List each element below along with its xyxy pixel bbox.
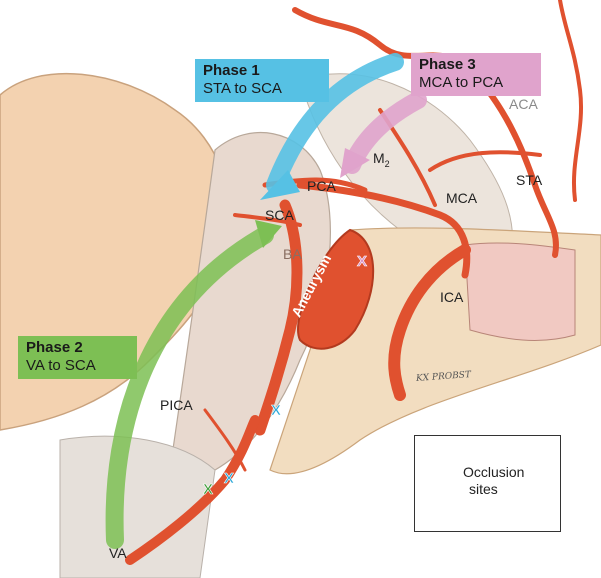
lower-brainstem-shape <box>59 435 216 578</box>
va-artery <box>125 415 260 565</box>
phase2-arrow <box>105 226 274 549</box>
pca-label: PCA <box>307 178 336 194</box>
pica-artery <box>203 408 247 472</box>
ica-artery <box>388 244 471 401</box>
occlusion-marker-pink: X <box>357 253 367 270</box>
m2-label-main: M <box>373 150 385 166</box>
sca-label: SCA <box>265 207 294 223</box>
cavernous-sinus-shape <box>464 242 576 341</box>
phase1-callout: Phase 1 STA to SCA <box>195 59 329 102</box>
aneurysm-dome <box>297 228 375 350</box>
phase2-arrowhead <box>255 220 282 248</box>
occlusion-marker-blue-2: X <box>224 470 234 487</box>
legend-box: Occlusion sites <box>414 435 561 532</box>
phase3-title: Phase 3 <box>419 56 476 73</box>
aca-label: ACA <box>509 96 538 112</box>
m2-label: M2 <box>373 150 390 169</box>
aca-artery <box>428 150 542 172</box>
occlusion-marker-green: X <box>203 481 213 498</box>
sta-label: STA <box>516 172 543 188</box>
phase1-subtitle: STA to SCA <box>203 80 282 97</box>
phase1-title: Phase 1 <box>203 62 260 79</box>
phase2-callout: Phase 2 VA to SCA <box>18 336 137 379</box>
phase2-title: Phase 2 <box>26 339 83 356</box>
ba-label: BA <box>283 246 302 262</box>
va-label: VA <box>109 545 127 561</box>
legend-line2: sites <box>469 481 498 497</box>
occlusion-marker-blue: X <box>271 402 281 419</box>
m2-label-sub: 2 <box>384 158 390 169</box>
legend-line1: Occlusion <box>463 464 525 480</box>
phase1-arrowhead <box>260 170 300 200</box>
ba-artery <box>254 199 303 436</box>
phase2-subtitle: VA to SCA <box>26 357 96 374</box>
artery-network <box>125 0 583 565</box>
phase3-subtitle: MCA to PCA <box>419 74 504 91</box>
sca-artery <box>233 213 302 227</box>
legend-text: Occlusion sites <box>463 464 524 498</box>
ica-label: ICA <box>440 289 464 305</box>
phase3-arrowhead <box>340 148 370 178</box>
mca-label: MCA <box>446 190 478 206</box>
pica-label: PICA <box>160 397 193 413</box>
sta-branch <box>558 0 583 202</box>
phase1-arrow <box>266 53 404 194</box>
phase3-callout: Phase 3 MCA to PCA <box>411 53 541 96</box>
